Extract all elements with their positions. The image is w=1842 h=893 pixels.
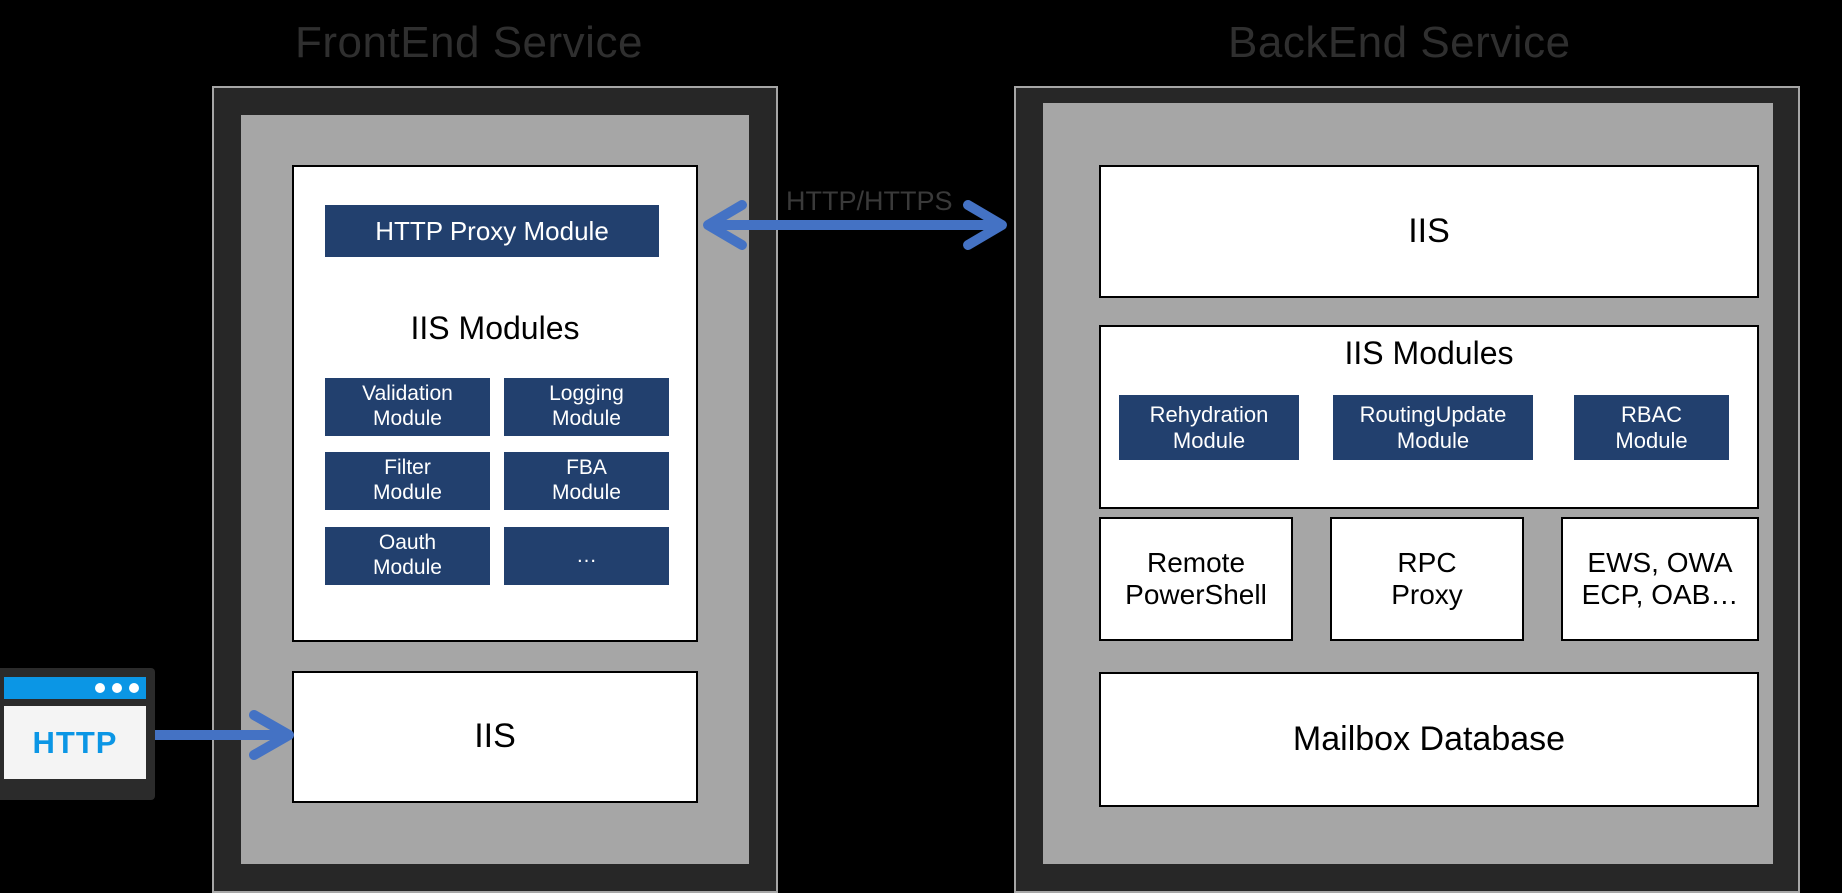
rehydration-module-box[interactable]: Rehydration Module xyxy=(1119,395,1299,460)
module-line-1: RBAC xyxy=(1620,401,1683,427)
titlebar-dot-3 xyxy=(129,683,139,693)
module-line-2: Module xyxy=(373,481,442,504)
module-line-1: RoutingUpdate xyxy=(1359,401,1507,427)
rbac-module-box[interactable]: RBAC Module xyxy=(1574,395,1729,460)
browser-titlebar xyxy=(4,677,146,699)
service-line-1: Remote xyxy=(1146,546,1246,578)
module-line-2: Module xyxy=(552,407,621,430)
frontend-service-title: FrontEnd Service xyxy=(295,18,643,67)
oauth-module-box[interactable]: Oauth Module xyxy=(325,527,490,585)
http-proxy-module-box[interactable]: HTTP Proxy Module xyxy=(325,205,659,257)
logging-module-box[interactable]: Logging Module xyxy=(504,378,669,436)
titlebar-dot-2 xyxy=(112,683,122,693)
arrow-right-icon xyxy=(150,710,294,760)
http-client-label: HTTP xyxy=(32,724,118,760)
frontend-iis-box[interactable]: IIS xyxy=(292,671,698,803)
module-line-2: Module xyxy=(1396,427,1470,453)
module-line-2: Module xyxy=(373,556,442,579)
service-line-2: Proxy xyxy=(1391,579,1463,610)
validation-module-box[interactable]: Validation Module xyxy=(325,378,490,436)
backend-service-title: BackEnd Service xyxy=(1228,18,1571,67)
more-modules-box[interactable]: … xyxy=(504,527,669,585)
browser-window-icon[interactable]: HTTP xyxy=(0,668,155,800)
module-line-1: Filter xyxy=(384,456,431,480)
backend-iis-modules-label: IIS Modules xyxy=(1344,335,1514,371)
module-line-2: Module xyxy=(552,481,621,504)
titlebar-dot-1 xyxy=(95,683,105,693)
module-line-1: Logging xyxy=(549,382,624,406)
filter-module-box[interactable]: Filter Module xyxy=(325,452,490,510)
module-line-1: Oauth xyxy=(378,531,437,555)
mailbox-database-box[interactable]: Mailbox Database xyxy=(1099,672,1759,807)
module-line-1: Rehydration xyxy=(1149,401,1269,427)
service-line-2: ECP, OAB… xyxy=(1581,579,1739,610)
fba-module-box[interactable]: FBA Module xyxy=(504,452,669,510)
routingupdate-module-box[interactable]: RoutingUpdate Module xyxy=(1333,395,1533,460)
remote-powershell-box[interactable]: Remote PowerShell xyxy=(1099,517,1293,641)
rpc-proxy-box[interactable]: RPC Proxy xyxy=(1330,517,1524,641)
frontend-iis-modules-label: IIS Modules xyxy=(410,310,580,346)
service-line-1: EWS, OWA xyxy=(1587,546,1733,578)
double-arrow-icon xyxy=(703,200,1007,250)
ews-owa-ecp-oab-box[interactable]: EWS, OWA ECP, OAB… xyxy=(1561,517,1759,641)
module-line-1: Validation xyxy=(362,382,453,406)
backend-iis-box[interactable]: IIS xyxy=(1099,165,1759,298)
browser-content-area: HTTP xyxy=(4,706,146,779)
module-line-2: Module xyxy=(1615,427,1688,453)
http-https-label: HTTP/HTTPS xyxy=(786,186,953,216)
module-line-2: Module xyxy=(373,407,442,430)
module-line-2: Module xyxy=(1172,427,1246,453)
service-line-2: PowerShell xyxy=(1125,579,1267,610)
module-ellipsis: … xyxy=(576,543,597,567)
service-line-1: RPC xyxy=(1397,546,1457,578)
module-line-1: FBA xyxy=(566,456,607,480)
